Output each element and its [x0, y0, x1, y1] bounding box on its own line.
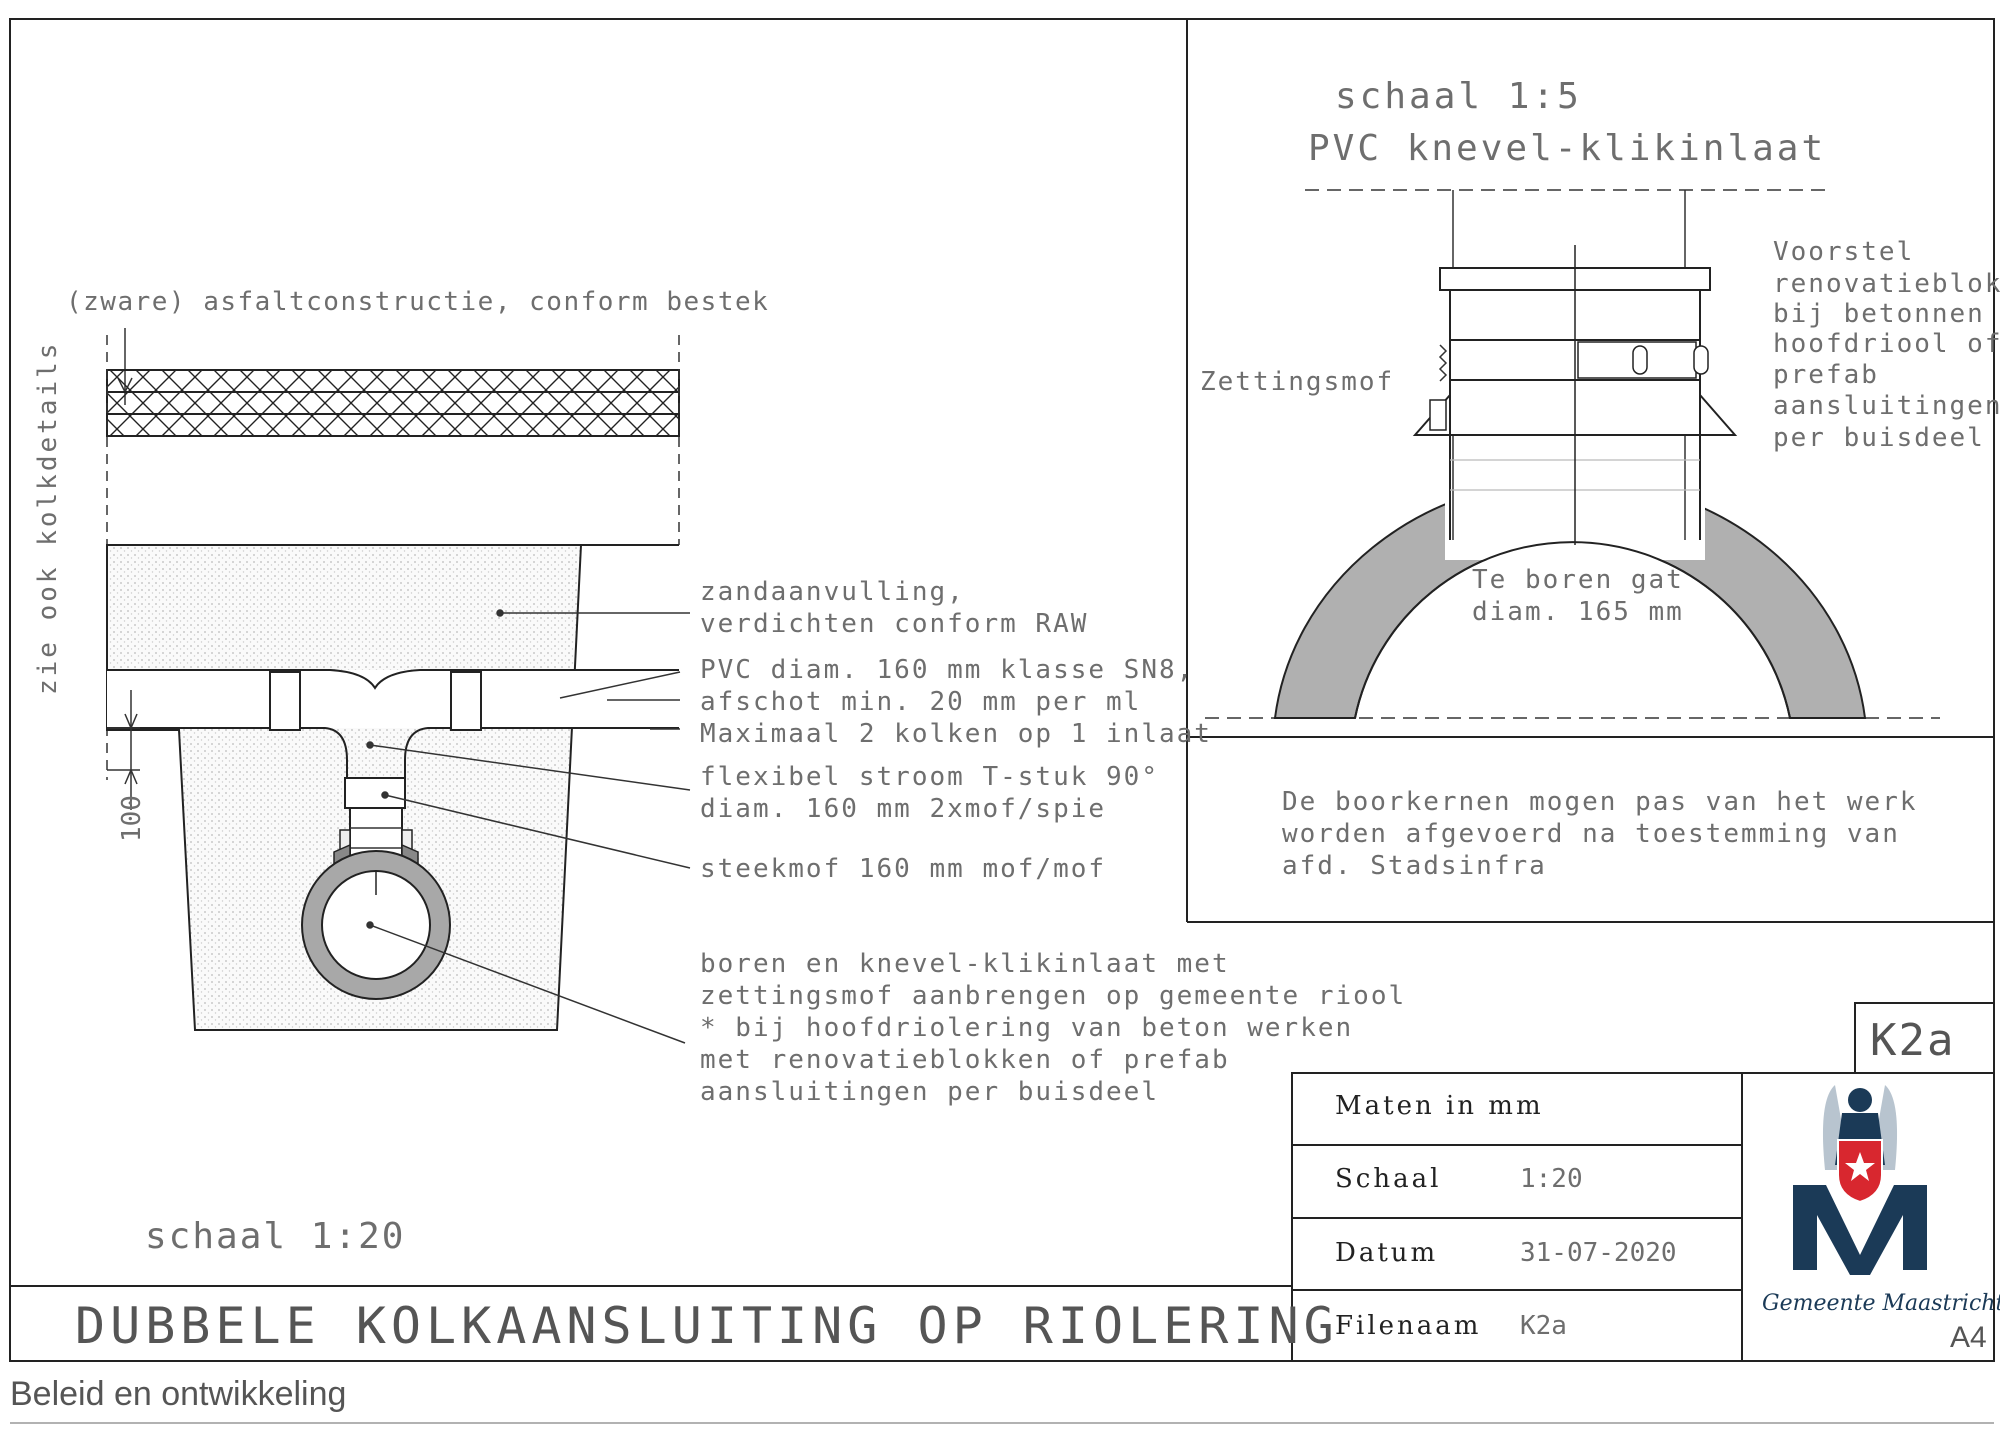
- proposal-line-7: per buisdeel: [1773, 423, 1985, 453]
- paper-size: A4: [1950, 1321, 1987, 1354]
- department: Beleid en ontwikkeling: [10, 1375, 346, 1413]
- tee-label-2: diam. 160 mm 2xmof/spie: [700, 794, 1106, 824]
- drill-label-3: * bij hoofdriolering van beton werken: [700, 1013, 1353, 1043]
- file-label: Filenaam: [1335, 1311, 1481, 1341]
- hole-label-2: diam. 165 mm: [1472, 597, 1684, 627]
- drill-label-5: aansluitingen per buisdeel: [700, 1077, 1159, 1107]
- right-detail: schaal 1:5 PVC knevel-klikinlaat: [1200, 76, 2000, 719]
- asphalt-layers: [106, 369, 680, 437]
- socket-label: steekmof 160 mm mof/mof: [700, 854, 1106, 884]
- note-line-3: afd. Stadsinfra: [1282, 851, 1547, 881]
- file-value: K2a: [1520, 1311, 1567, 1341]
- drill-label-4: met renovatieblokken of prefab: [700, 1045, 1230, 1075]
- sheet-code: K2a: [1870, 1015, 1955, 1066]
- side-note: zie ook kolkdetails: [33, 341, 63, 695]
- drawing-title: DUBBELE KOLKAANSLUITING OP RIOLERING: [75, 1297, 1339, 1355]
- date-label: Datum: [1335, 1238, 1438, 1268]
- sand-label-2: verdichten conform RAW: [700, 609, 1088, 639]
- date-value: 31-07-2020: [1520, 1238, 1677, 1268]
- tee-label-1: flexibel stroom T-stuk 90°: [700, 762, 1159, 792]
- pvc-label-2: afschot min. 20 mm per ml: [700, 687, 1141, 717]
- zettingsmof-label: Zettingsmof: [1200, 367, 1394, 397]
- scale-value: 1:20: [1520, 1164, 1583, 1194]
- proposal-line-5: prefab: [1773, 360, 1879, 390]
- gemeente-maastricht-logo: Gemeente Maastricht: [1762, 1085, 2000, 1316]
- pvc-label-1: PVC diam. 160 mm klasse SN8,: [700, 655, 1194, 685]
- note-line-2: worden afgevoerd na toestemming van: [1282, 819, 1900, 849]
- right-scale: schaal 1:5: [1335, 76, 1582, 117]
- left-detail: zie ook kolkdetails (zware) asfaltconstr…: [33, 287, 1406, 1257]
- dimension-100: 100: [107, 690, 147, 842]
- proposal-line-2: renovatieblok: [1773, 269, 2000, 299]
- inlet-assembly: [1412, 190, 1738, 545]
- leader-lines: [366, 609, 691, 1044]
- proposal-label: Voorstel renovatieblok bij betonnen hoof…: [1773, 237, 2000, 453]
- asphalt-label: (zware) asfaltconstructie, conform beste…: [66, 287, 769, 317]
- proposal-line-4: hoofdriool of: [1773, 329, 2000, 359]
- drill-label-1: boren en knevel-klikinlaat met: [700, 949, 1230, 979]
- dimension-text: 100: [117, 795, 147, 842]
- left-scale: schaal 1:20: [145, 1216, 405, 1257]
- units-label: Maten in mm: [1335, 1091, 1544, 1121]
- sand-label-1: zandaanvulling,: [700, 577, 965, 607]
- right-title: PVC knevel-klikinlaat: [1308, 128, 1826, 169]
- pvc-label-3: Maximaal 2 kolken op 1 inlaat: [700, 719, 1212, 749]
- org-name: Gemeente Maastricht: [1762, 1291, 2000, 1316]
- hole-label-1: Te boren gat: [1472, 565, 1684, 595]
- scale-label: Schaal: [1335, 1164, 1441, 1194]
- note-box: De boorkernen mogen pas van het werk wor…: [1282, 787, 1918, 881]
- title-block: K2a Maten in mm Schaal 1:20 Datum 31-07-…: [10, 1002, 2000, 1413]
- proposal-line-1: Voorstel: [1773, 237, 1914, 267]
- proposal-line-6: aansluitingen: [1773, 391, 2000, 421]
- note-line-1: De boorkernen mogen pas van het werk: [1282, 787, 1918, 817]
- drill-label-2: zettingsmof aanbrengen op gemeente riool: [700, 981, 1406, 1011]
- left-labels: zandaanvulling, verdichten conform RAW P…: [145, 577, 1406, 1257]
- sewer-pipe: [301, 850, 451, 1000]
- proposal-line-3: bij betonnen: [1773, 299, 1985, 329]
- pvc-pipe: [107, 669, 679, 778]
